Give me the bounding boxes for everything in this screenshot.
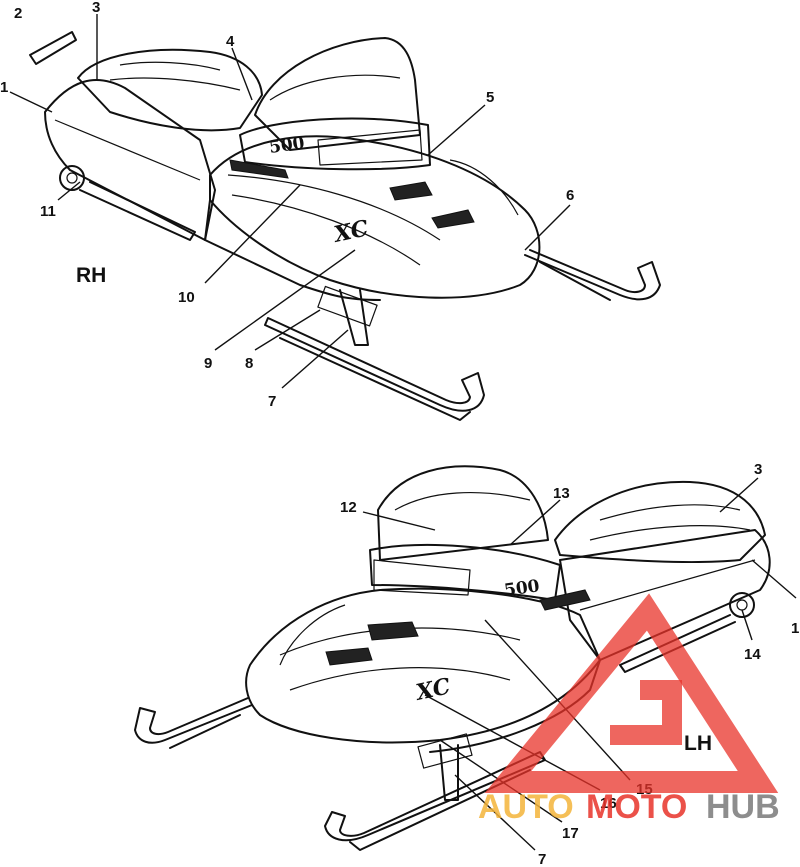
callout-rh-10: 10 bbox=[178, 289, 195, 306]
callout-rh-8: 8 bbox=[245, 355, 253, 372]
watermark-auto-text: AUTO bbox=[478, 788, 574, 826]
side-label-rh: RH bbox=[76, 264, 106, 287]
callout-rh-5: 5 bbox=[486, 89, 494, 106]
callout-rh-6: 6 bbox=[566, 187, 574, 204]
watermark-triangle-icon bbox=[484, 593, 779, 793]
callout-lh-12: 12 bbox=[340, 499, 357, 516]
callout-lh-13: 13 bbox=[553, 485, 570, 502]
watermark-hook-icon bbox=[610, 680, 682, 745]
callout-lh-1: 1 bbox=[791, 620, 799, 637]
callout-lh-16: 16 bbox=[600, 795, 617, 812]
watermark-hub-text: HUB bbox=[706, 788, 780, 826]
model-name-decal-rh: XC bbox=[330, 215, 371, 248]
callout-rh-3: 3 bbox=[92, 0, 100, 16]
watermark-moto-text: MOTO bbox=[586, 788, 687, 826]
callouts-rh: 2 3 1 4 5 6 11 10 9 8 7 bbox=[0, 0, 574, 410]
side-label-lh: LH bbox=[684, 732, 712, 755]
watermark: AUTO MOTO HUB bbox=[478, 593, 780, 826]
callout-rh-7: 7 bbox=[268, 393, 276, 410]
model-number-decal-lh: 500 bbox=[503, 576, 541, 601]
callout-lh-3: 3 bbox=[754, 461, 762, 478]
callout-rh-9: 9 bbox=[204, 355, 212, 372]
rh-snowmobile: 500 XC bbox=[29, 31, 661, 421]
callout-rh-11: 11 bbox=[40, 203, 56, 220]
callout-rh-2: 2 bbox=[14, 5, 22, 22]
model-name-decal-lh: XC bbox=[412, 673, 453, 706]
callout-lh-14: 14 bbox=[744, 646, 761, 663]
lh-snowmobile: 500 XC bbox=[134, 465, 771, 851]
callout-rh-1: 1 bbox=[0, 79, 8, 96]
callout-lh-17: 17 bbox=[562, 825, 579, 842]
callout-rh-4: 4 bbox=[226, 33, 235, 50]
callout-lh-7: 7 bbox=[538, 851, 546, 867]
model-number-decal-rh: 500 bbox=[268, 133, 306, 158]
